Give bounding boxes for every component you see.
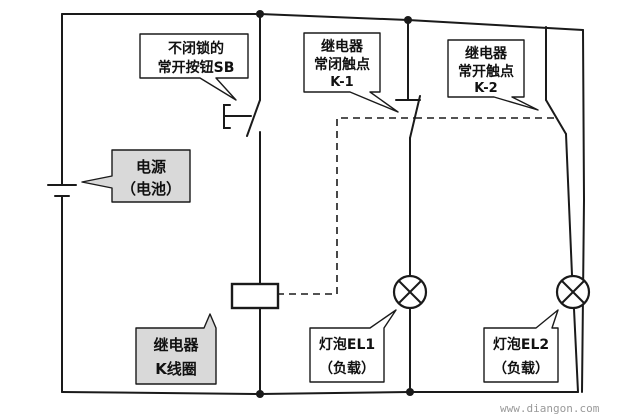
- bottom-wire: [61, 391, 579, 396]
- callout-lamp-el2: 灯泡EL2 （负载）: [483, 309, 559, 383]
- callout-text-line: 常闭触点: [314, 56, 370, 73]
- relay-nc-contact-k1: [395, 95, 421, 139]
- k2-column-lower: [573, 308, 579, 393]
- relay-no-contact-k2: [545, 99, 567, 135]
- callout-text-line: K-1: [330, 75, 353, 90]
- k2-column-mid: [565, 133, 573, 276]
- junction-dot: [406, 388, 414, 396]
- lamp-el1: [392, 274, 428, 310]
- top-wire: [61, 13, 584, 31]
- callout-text-line: 继电器: [321, 38, 364, 55]
- nc-blade: [409, 95, 421, 139]
- callout-lamp-el1: 灯泡EL1 （负载）: [309, 309, 397, 383]
- right-outer-wire: [581, 29, 586, 393]
- callout-text-line: 继电器: [153, 336, 199, 354]
- junction-dot: [256, 390, 264, 398]
- callout-push-button: 不闭锁的 常开按钮SB: [139, 33, 249, 101]
- callout-text-line: 常开触点: [458, 63, 514, 80]
- callout-text-line: K线圈: [155, 360, 197, 378]
- junction-dot: [404, 16, 412, 24]
- callout-text-line: 灯泡EL2: [493, 336, 549, 353]
- callout-text-line: 灯泡EL1: [319, 336, 375, 353]
- callout-text-line: K-2: [474, 81, 497, 96]
- push-button-sb: [223, 99, 261, 137]
- callout-coil: 继电器 K线圈: [135, 313, 217, 385]
- watermark-text: www.diangon.com: [500, 402, 600, 415]
- button-blade: [246, 99, 261, 137]
- lamp-el2: [555, 274, 591, 310]
- callout-text-line: （负载）: [319, 360, 375, 377]
- callout-text-line: 不闭锁的: [168, 40, 224, 57]
- junction-dot: [256, 10, 264, 18]
- circuit-wires: [61, 13, 586, 396]
- callout-text-line: （负载）: [493, 360, 549, 377]
- battery-symbol: [47, 184, 77, 197]
- callout-no-contact: 继电器 常开触点 K-2: [447, 39, 539, 111]
- callout-text-line: 电源: [136, 158, 166, 176]
- relay-linkage-dashed: [277, 117, 556, 295]
- junction-dots: [256, 10, 414, 398]
- callout-power: 电源 （电池）: [81, 149, 191, 203]
- callout-text-line: 继电器: [465, 45, 508, 62]
- callout-nc-contact: 继电器 常闭触点 K-1: [303, 32, 399, 113]
- callout-text-line: （电池）: [121, 180, 181, 198]
- callout-text-line: 常开按钮SB: [158, 59, 235, 76]
- no-blade: [545, 99, 567, 135]
- relay-coil-k: [230, 282, 280, 310]
